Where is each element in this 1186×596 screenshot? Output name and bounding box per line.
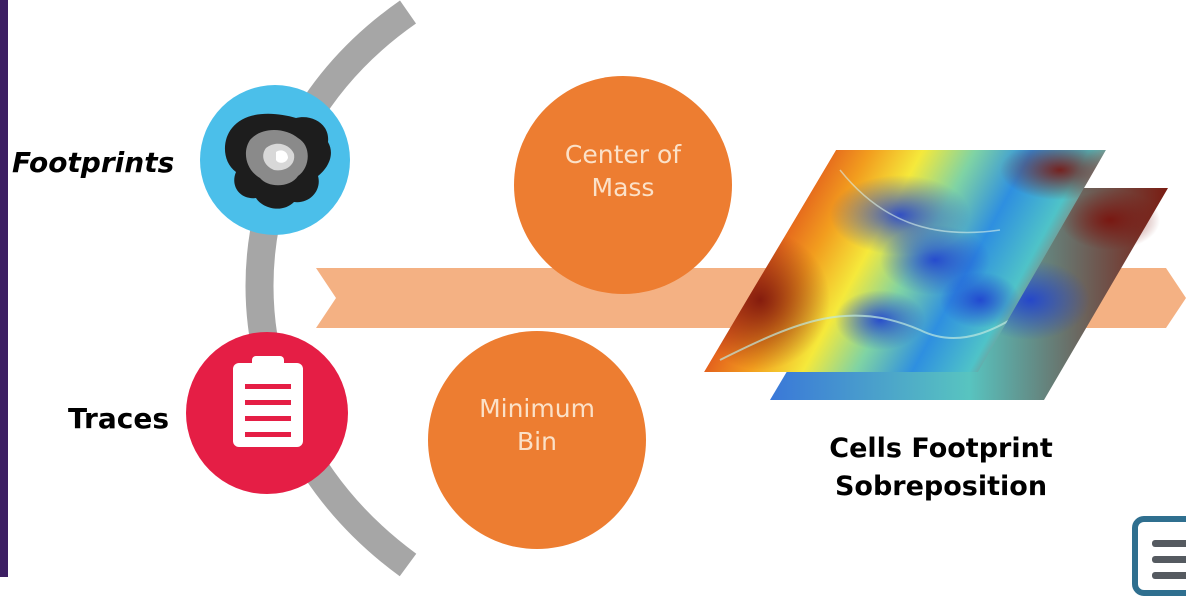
center-of-mass-line1: Center of — [564, 140, 682, 169]
timeline-arc — [245, 0, 417, 577]
minimum-bin-line2: Bin — [517, 427, 557, 456]
menu-icon[interactable] — [1132, 516, 1186, 596]
diagram-canvas — [186, 0, 1186, 577]
center-of-mass-text: Center of Mass — [514, 138, 732, 204]
menu-icon-bar — [1152, 572, 1186, 579]
footprint-blob-icon — [224, 113, 331, 209]
center-of-mass-circle — [514, 76, 732, 294]
cells-label-line1: Cells Footprint — [829, 433, 1053, 464]
minimum-bin-text: Minimum Bin — [428, 392, 646, 458]
cells-footprint-label: Cells Footprint Sobreposition — [806, 430, 1076, 506]
minimum-bin-circle — [428, 331, 646, 549]
traces-label: Traces — [68, 402, 169, 435]
cells-label-line2: Sobreposition — [834, 471, 1048, 502]
footprints-label: Footprints — [12, 146, 175, 179]
left-edge-strip — [0, 0, 8, 577]
menu-icon-bar — [1152, 540, 1186, 547]
center-of-mass-line2: Mass — [591, 173, 655, 202]
minimum-bin-line1: Minimum — [479, 394, 595, 423]
clipboard-list-icon — [233, 356, 303, 447]
menu-icon-bar — [1152, 556, 1186, 563]
